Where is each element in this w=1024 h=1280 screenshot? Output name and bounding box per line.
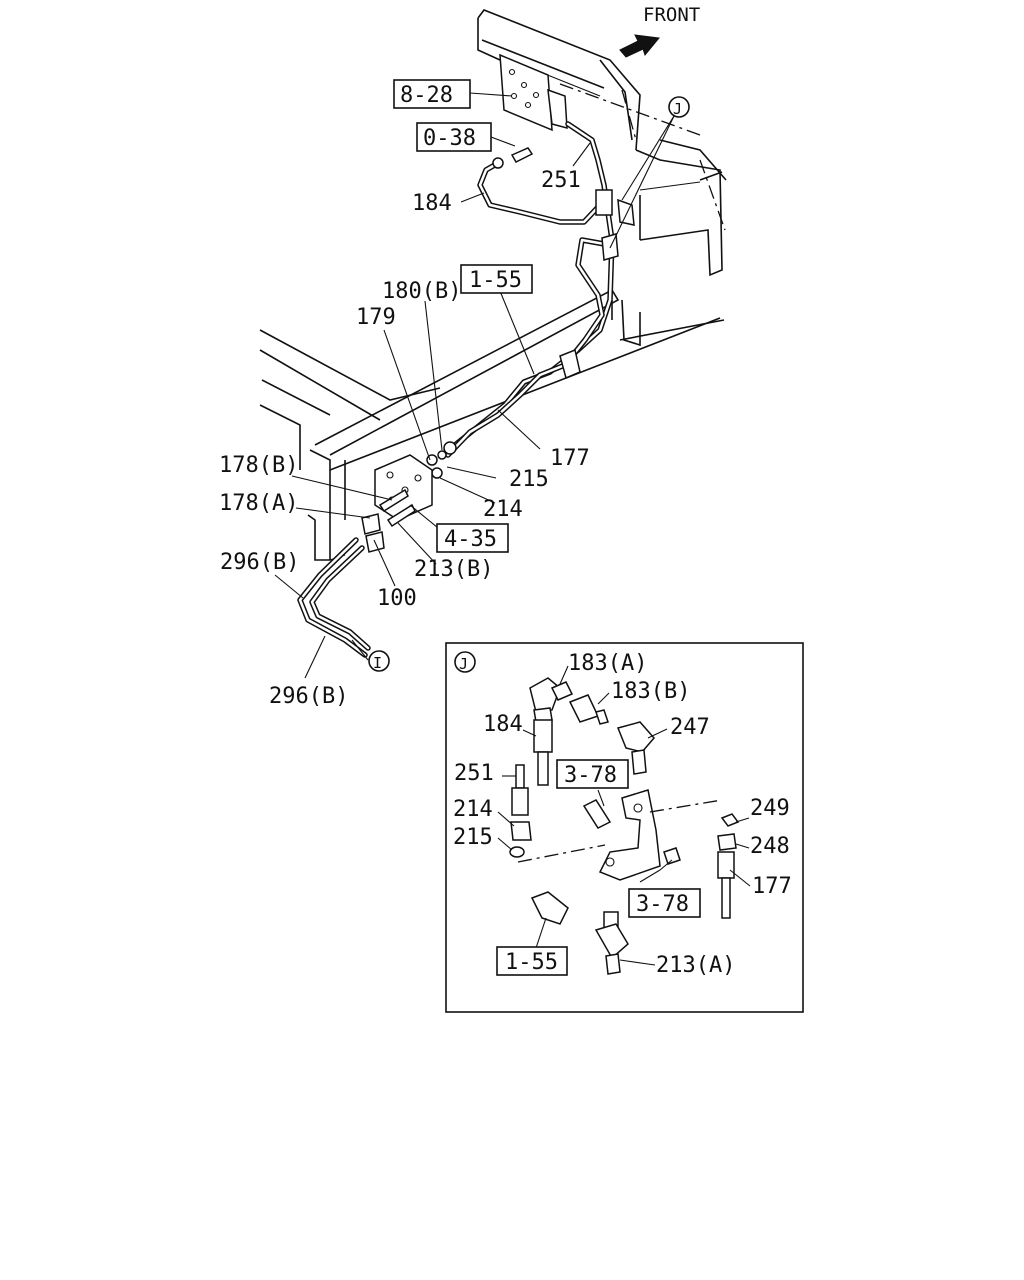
main-small-parts [361,147,635,553]
detail-label-3-78-bottom: 3-78 [636,892,689,917]
detail-label-247: 247 [670,715,710,740]
front-arrow-icon [619,34,660,58]
detail-parts [509,677,740,975]
label-179: 179 [356,305,396,330]
front-label: FRONT [643,4,700,26]
detail-label-248: 248 [750,834,790,859]
detail-label-1-55: 1-55 [505,950,558,975]
vehicle-frame-outline [259,9,727,561]
label-214: 214 [483,497,523,522]
detail-label-3-78-top: 3-78 [564,763,617,788]
leader-lines [274,92,675,679]
detail-j-label: J [459,655,468,673]
detail-leaders [497,665,751,966]
callout-i-label: I [373,654,382,672]
detail-ref-box-3-78-top [556,759,629,789]
label-215: 215 [509,467,549,492]
detail-label-214: 214 [453,797,493,822]
detail-labels: 183(A) 183(B) 184 247 251 3-78 214 249 2… [453,651,792,978]
detail-j-circle [454,651,476,673]
main-labels: 8-28 0-38 251 184 J 1-55 180(B) 179 177 … [219,79,690,709]
detail-label-177: 177 [752,874,792,899]
label-178a: 178(A) [219,491,298,516]
ref-box-1-55 [460,264,533,294]
detail-label-249: 249 [750,796,790,821]
ref-box-0-38 [416,122,492,152]
detail-label-183a: 183(A) [568,651,647,676]
label-180b: 180(B) [382,279,461,304]
ref-box-8-28 [393,79,471,109]
label-296b-bottom: 296(B) [269,684,348,709]
callout-j-label: J [673,100,682,118]
detail-label-213a: 213(A) [656,953,735,978]
detail-label-251: 251 [454,761,494,786]
label-100: 100 [377,586,417,611]
label-296b-top: 296(B) [220,550,299,575]
label-184: 184 [412,191,452,216]
label-213b: 213(B) [414,557,493,582]
detail-ref-box-1-55 [496,946,568,976]
detail-label-184: 184 [483,712,523,737]
label-4-35: 4-35 [444,527,497,552]
callout-j-circle [668,96,690,118]
label-178b: 178(B) [219,453,298,478]
label-8-28: 8-28 [400,83,453,108]
detail-label-215: 215 [453,825,493,850]
label-251: 251 [541,168,581,193]
detail-ref-box-3-78-bottom [628,888,701,918]
label-1-55: 1-55 [469,268,522,293]
detail-label-183b: 183(B) [611,679,690,704]
callout-i-circle [368,650,390,672]
ref-box-4-35 [436,523,509,553]
label-0-38: 0-38 [423,126,476,151]
label-177: 177 [550,446,590,471]
